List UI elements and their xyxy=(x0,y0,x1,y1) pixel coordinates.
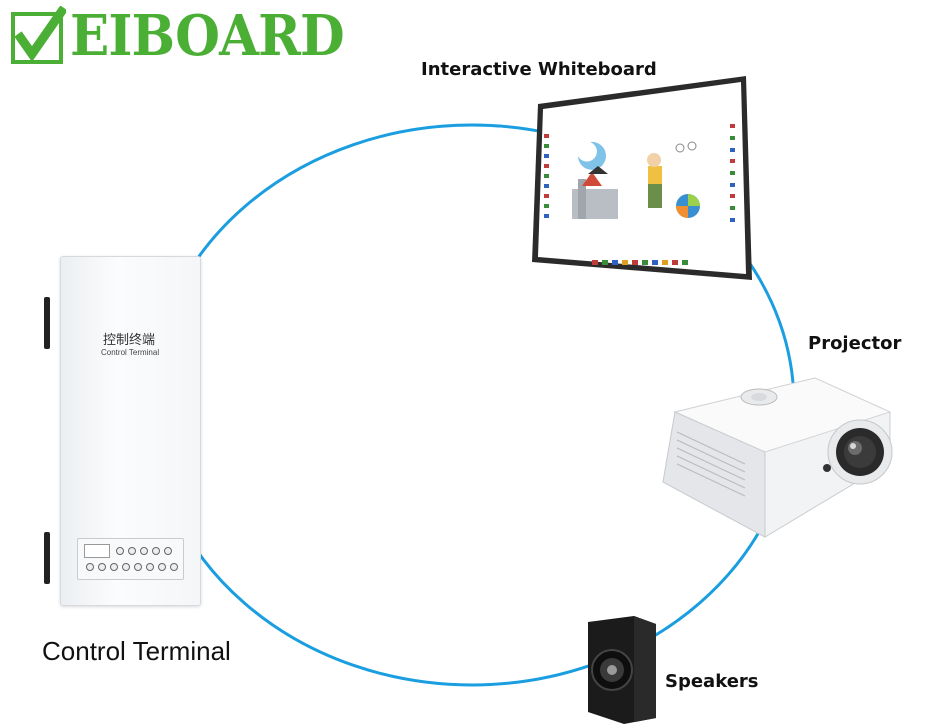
antenna-top xyxy=(44,297,50,349)
control-terminal-label: Control Terminal xyxy=(42,636,231,666)
panel-button xyxy=(122,563,130,571)
panel-button xyxy=(110,563,118,571)
panel-button xyxy=(158,563,166,571)
speaker-image xyxy=(588,616,656,724)
interactive-whiteboard-image xyxy=(532,76,752,280)
panel-button xyxy=(116,547,124,555)
whiteboard-label: Interactive Whiteboard xyxy=(421,59,657,80)
speakers-label: Speakers xyxy=(665,671,759,692)
panel-button xyxy=(146,563,154,571)
panel-button xyxy=(134,563,142,571)
antenna-bottom xyxy=(44,532,50,584)
checkmark-icon xyxy=(11,6,66,64)
panel-button xyxy=(164,547,172,555)
projector-image xyxy=(662,377,893,538)
panel-button xyxy=(98,563,106,571)
panel-button xyxy=(140,547,148,555)
terminal-title-chinese: 控制终端 xyxy=(103,333,156,348)
control-panel xyxy=(77,538,184,580)
panel-button xyxy=(170,563,178,571)
lcd-display xyxy=(84,544,110,558)
control-terminal-device: 控制终端 Control Terminal xyxy=(60,256,201,606)
panel-button xyxy=(152,547,160,555)
panel-button xyxy=(86,563,94,571)
projector-label: Projector xyxy=(808,333,902,354)
panel-button xyxy=(128,547,136,555)
logo-text: EIBOARD xyxy=(70,3,345,69)
terminal-title-english: Control Terminal xyxy=(101,348,160,357)
